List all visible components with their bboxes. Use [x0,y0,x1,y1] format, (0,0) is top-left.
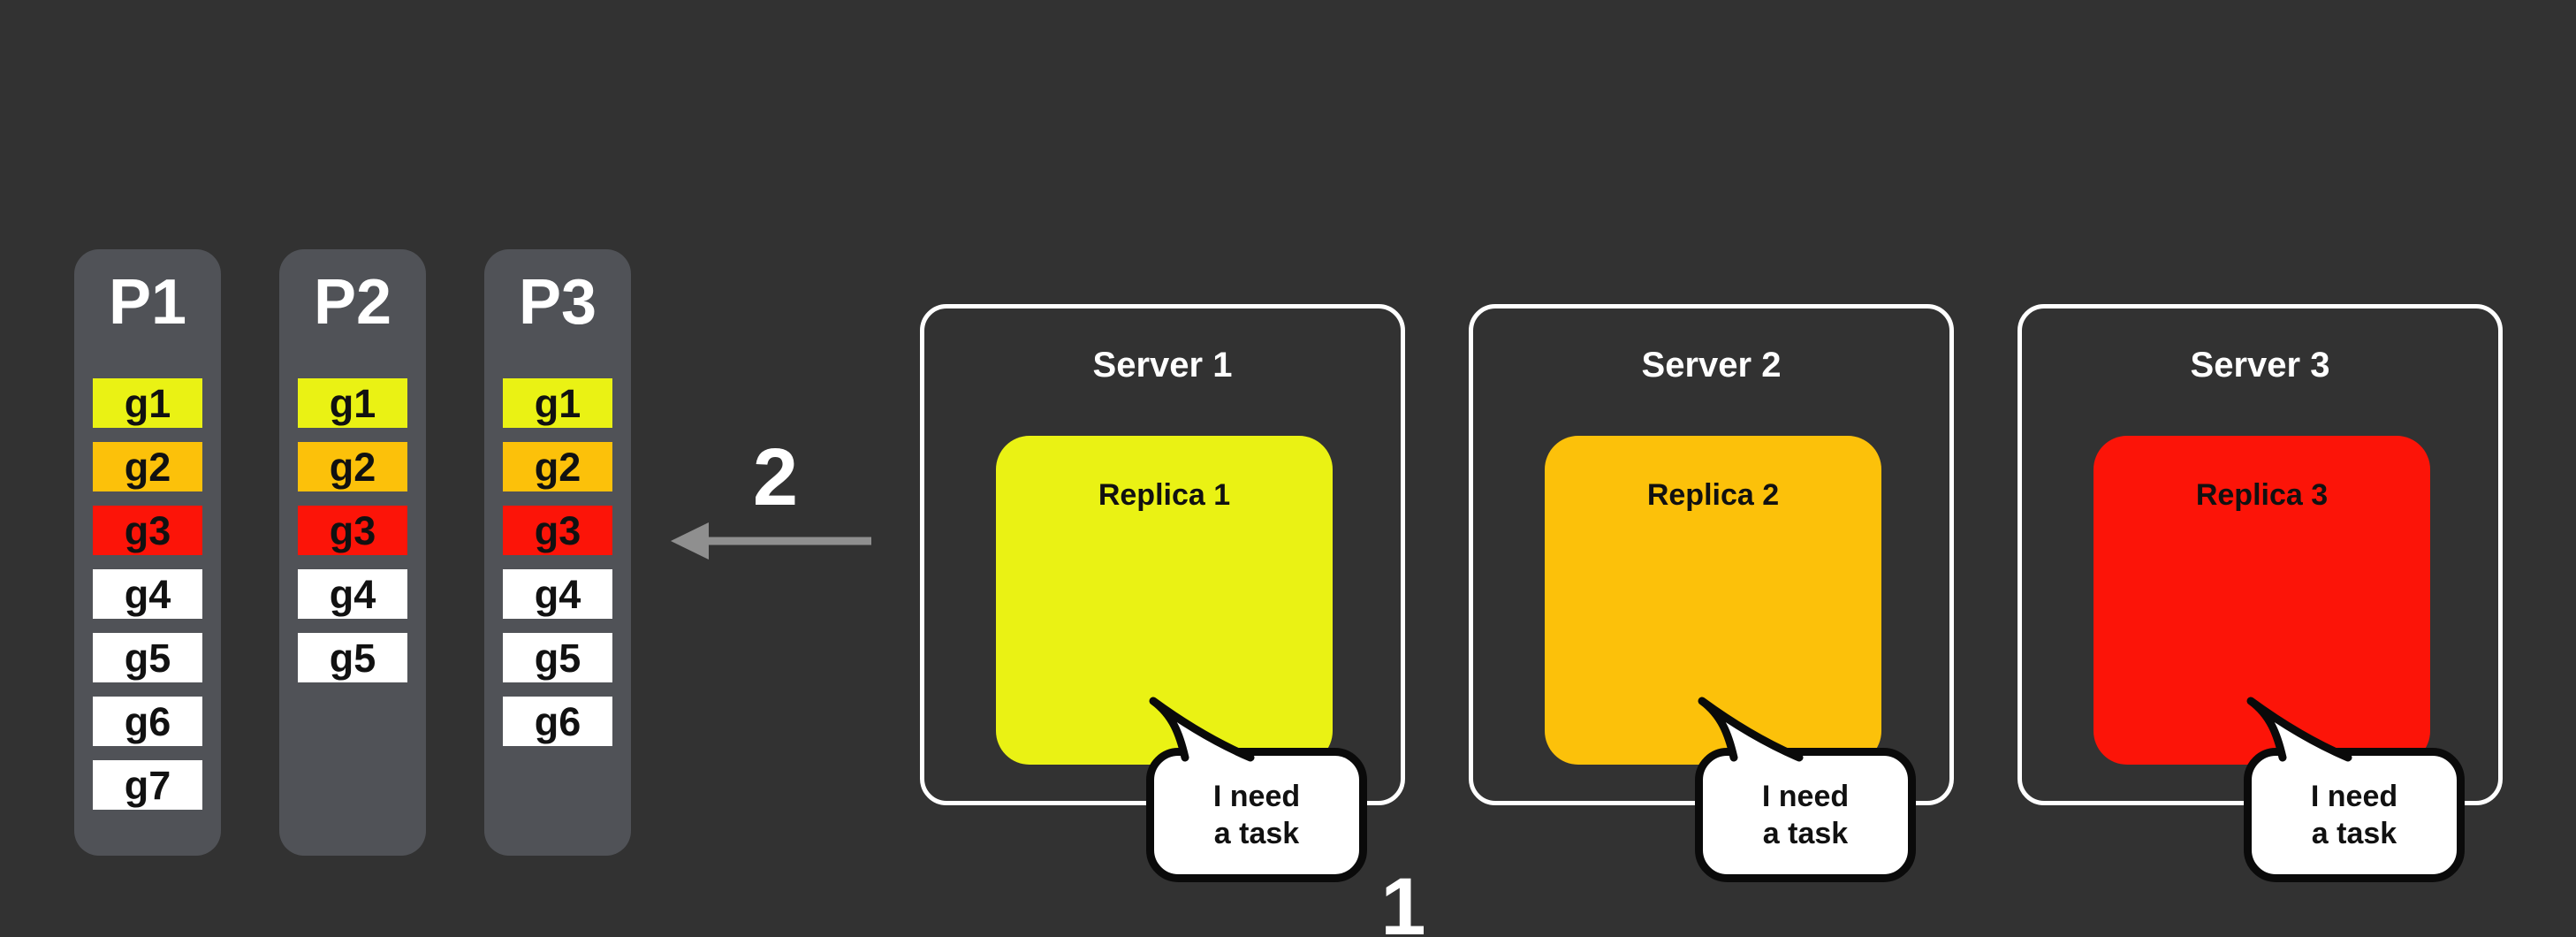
speech-bubble-line-1: I need [1212,779,1301,813]
server-title: Server 2 [1641,346,1782,385]
task-chip-g3: g3 [93,506,202,555]
step-2-label: 2 [752,432,799,522]
partition-title: P3 [518,267,597,338]
partition-title: P2 [313,267,392,338]
speech-bubble-body [1695,748,1916,882]
task-chip-g2: g2 [503,442,612,491]
replica-label: Replica 2 [1646,478,1780,512]
task-list: g1 g2 g3 g4 g5 g6 g7 [74,378,221,810]
replica-box: Replica 1 [996,436,1333,765]
speech-bubble-line-2: a task [2311,817,2397,850]
speech-bubble-text: I need a task [2244,748,2465,882]
partition-column-p3: P3 g1 g2 g3 g4 g5 g6 [484,249,631,856]
speech-bubble-body [2244,748,2465,882]
task-chip-g6: g6 [503,697,612,746]
task-chip-g4: g4 [503,569,612,619]
speech-bubble-tail-icon [1698,697,1804,762]
replica-label: Replica 3 [2195,478,2329,512]
task-chip-g3: g3 [298,506,407,555]
speech-bubble [2244,697,2465,882]
server-title: Server 3 [2190,346,2330,385]
task-chip-g5: g5 [298,633,407,682]
task-chip-g3: g3 [503,506,612,555]
speech-bubble [1695,697,1916,882]
left-arrow-icon [671,522,871,560]
speech-bubble-line-2: a task [1762,817,1849,850]
speech-bubble-text: I need a task [1146,748,1367,882]
task-chip-g7: g7 [93,760,202,810]
speech-bubble-line-1: I need [1761,779,1850,813]
server-group: Server 1 Replica 1 I need a task Server … [920,304,2503,882]
partition-column-p2: P2 g1 g2 g3 g4 g5 [279,249,426,856]
task-chip-g1: g1 [93,378,202,428]
partition-column-p1: P1 g1 g2 g3 g4 g5 g6 g7 [74,249,221,856]
task-list: g1 g2 g3 g4 g5 [279,378,426,682]
server-box-3: Server 3 Replica 3 I need a task [2017,304,2503,882]
speech-bubble-text: I need a task [1695,748,1916,882]
server-box-2: Server 2 Replica 2 I need a task [1469,304,1954,882]
task-chip-g2: g2 [298,442,407,491]
task-chip-g4: g4 [93,569,202,619]
speech-bubble-tail-icon [1149,697,1255,762]
speech-bubble-line-1: I need [2310,779,2398,813]
task-chip-g5: g5 [93,633,202,682]
task-chip-g2: g2 [93,442,202,491]
task-chip-g5: g5 [503,633,612,682]
task-chip-g1: g1 [503,378,612,428]
speech-bubble-body [1146,748,1367,882]
step-1-label: 1 [1380,862,1426,937]
replica-label: Replica 1 [1098,478,1231,512]
server-box-1: Server 1 Replica 1 I need a task [920,304,1405,882]
server-title: Server 1 [1092,346,1233,385]
arrow-head [671,522,709,560]
task-chip-g6: g6 [93,697,202,746]
partition-title: P1 [108,267,187,338]
speech-bubble [1146,697,1367,882]
speech-bubble-tail-icon [2246,697,2352,762]
speech-bubble-line-2: a task [1213,817,1300,850]
task-chip-g4: g4 [298,569,407,619]
task-list: g1 g2 g3 g4 g5 g6 [484,378,631,746]
task-chip-g1: g1 [298,378,407,428]
